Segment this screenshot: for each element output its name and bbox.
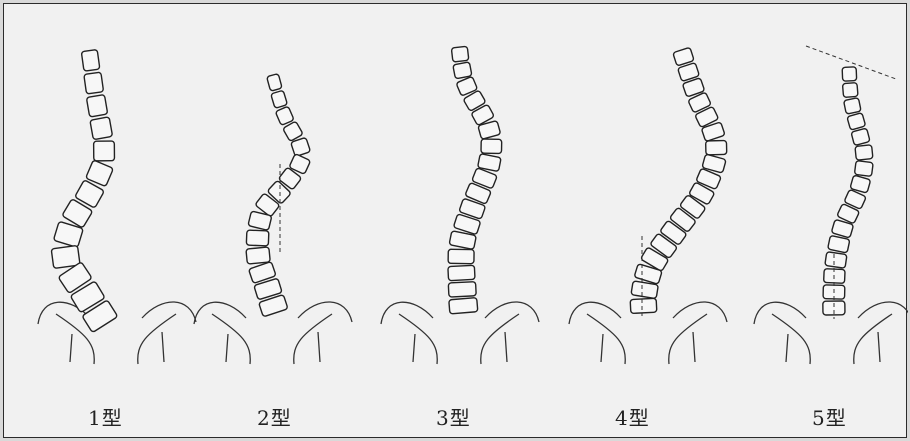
vertebra xyxy=(81,49,100,71)
vertebra xyxy=(855,145,873,160)
vertebra xyxy=(630,298,657,313)
vertebra xyxy=(448,265,475,280)
vertebra xyxy=(275,106,294,125)
vertebra xyxy=(844,98,862,115)
pelvis-outline xyxy=(38,302,196,364)
spine-illustration-1 xyxy=(38,49,196,364)
vertebra xyxy=(246,247,270,264)
spine-illustration-5 xyxy=(754,46,908,364)
vertebra xyxy=(448,249,474,263)
vertebra xyxy=(825,252,847,269)
vertebra xyxy=(90,117,113,140)
vertebra xyxy=(267,74,283,92)
vertebra xyxy=(84,72,104,94)
vertebra xyxy=(851,128,870,145)
type-4-label: 4型 xyxy=(615,402,650,431)
vertebra xyxy=(631,281,658,299)
vertebra xyxy=(842,83,858,98)
scoliosis-types-figure xyxy=(4,4,908,439)
vertebra xyxy=(86,95,107,118)
vertebra xyxy=(854,161,873,177)
type-1-label: 1型 xyxy=(88,402,123,431)
vertebra xyxy=(481,139,502,153)
vertebra xyxy=(453,62,472,79)
figure-frame: 1型 2型 3型 4型 5型 xyxy=(3,3,907,438)
spine-illustration-4 xyxy=(569,47,727,364)
type-5-label: 5型 xyxy=(812,402,847,431)
vertebra xyxy=(706,140,727,154)
spine-illustration-2 xyxy=(194,74,352,364)
vertebra xyxy=(451,46,469,62)
spine-illustration-3 xyxy=(381,46,539,364)
vertebra xyxy=(246,230,269,246)
vertebra xyxy=(847,113,866,131)
vertebra xyxy=(842,67,857,81)
vertebra xyxy=(271,90,288,108)
vertebra xyxy=(94,141,115,161)
vertebra xyxy=(449,298,478,314)
vertebra xyxy=(448,282,476,297)
type-2-label: 2型 xyxy=(257,402,292,431)
type-3-label: 3型 xyxy=(436,402,471,431)
vertebra xyxy=(828,235,850,253)
